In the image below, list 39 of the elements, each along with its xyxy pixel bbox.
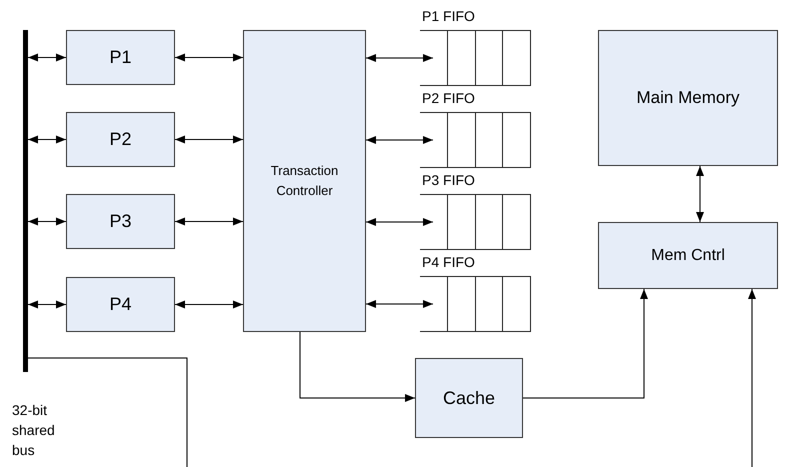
block-box xyxy=(66,30,175,85)
block-label: P4 xyxy=(109,293,132,316)
arrow xyxy=(28,218,66,226)
arrow xyxy=(300,332,416,402)
arrow xyxy=(174,218,244,226)
block-label: Main Memory xyxy=(636,87,740,110)
fifo-label: P1 FIFO xyxy=(422,7,475,26)
block-label: Transaction Controller xyxy=(270,162,340,200)
block-label: P3 xyxy=(109,210,132,233)
arrow xyxy=(366,300,434,308)
block-box xyxy=(66,194,175,249)
bus-label: 32-bit shared bus xyxy=(12,401,56,460)
block-box xyxy=(66,277,175,332)
arrow xyxy=(522,288,648,398)
arrow xyxy=(366,218,434,226)
fifo-label: P2 FIFO xyxy=(422,89,475,108)
block-label: P1 xyxy=(109,46,132,69)
arrow xyxy=(28,54,66,62)
arrow xyxy=(174,54,244,62)
arrow xyxy=(748,288,756,467)
block-box xyxy=(66,112,175,167)
block-box xyxy=(598,222,778,289)
block-label: Cache xyxy=(442,386,496,410)
arrow xyxy=(174,300,244,308)
block-box xyxy=(598,30,778,166)
connector-line xyxy=(28,358,188,467)
fifo-label: P4 FIFO xyxy=(422,253,475,272)
arrow xyxy=(28,136,66,144)
block-label: P2 xyxy=(109,128,132,151)
arrow xyxy=(366,136,434,144)
block-box xyxy=(243,30,366,332)
arrow xyxy=(696,166,704,222)
block-label: Mem Cntrl xyxy=(651,246,725,266)
arrow xyxy=(366,54,434,62)
bus-bar xyxy=(23,30,28,372)
block-box xyxy=(415,358,523,438)
arrow xyxy=(28,300,66,308)
fifo-label: P3 FIFO xyxy=(422,171,475,190)
arrow xyxy=(174,136,244,144)
